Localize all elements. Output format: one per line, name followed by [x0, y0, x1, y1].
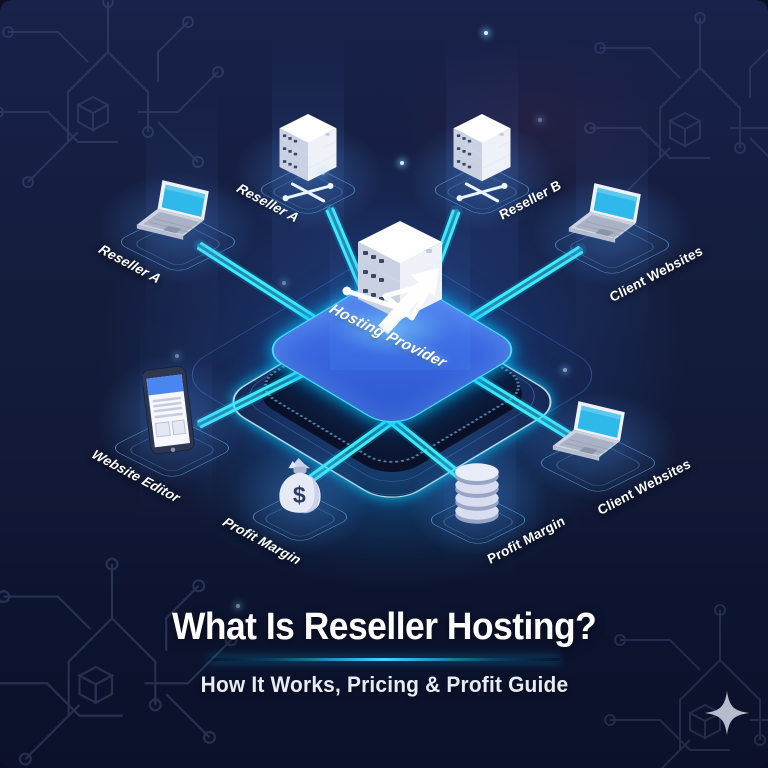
title-divider [208, 658, 560, 661]
glow-dot [321, 171, 325, 175]
network-wand-icon [342, 286, 404, 312]
glow-dot [538, 118, 542, 122]
connection-hub-to-client-websites-top [465, 243, 587, 325]
sparkle-icon [705, 691, 749, 735]
smartphone-icon [143, 366, 195, 455]
connection-hub-to-client-websites-bottom [459, 365, 577, 443]
laptop-icon [568, 183, 642, 244]
glow-dot [236, 604, 240, 608]
laptop-icon [136, 180, 210, 241]
connection-hub-to-reseller-a-laptop [193, 239, 319, 325]
glow-dot [175, 354, 179, 358]
money-bag-icon: $ [279, 458, 321, 514]
database-icon [455, 463, 499, 524]
glow-dot [563, 368, 567, 372]
growth-arrow-icon [378, 268, 439, 335]
connection-hub-to-profit-margin-money [305, 409, 405, 485]
footer: What Is Reseller Hosting? How It Works, … [0, 606, 768, 698]
connection-hub-to-website-editor [193, 363, 315, 431]
server-stack-icon [342, 221, 442, 335]
glow-dot [400, 161, 404, 165]
dollar-symbol: $ [293, 482, 306, 508]
laptop-icon [552, 401, 626, 462]
glow-dot [484, 31, 488, 35]
server-rack-icon [453, 114, 511, 203]
page-title: What Is Reseller Hosting? [171, 606, 597, 648]
page-subtitle: How It Works, Pricing & Profit Guide [200, 672, 568, 697]
glow-dot [282, 281, 286, 285]
server-rack-icon [279, 114, 337, 203]
